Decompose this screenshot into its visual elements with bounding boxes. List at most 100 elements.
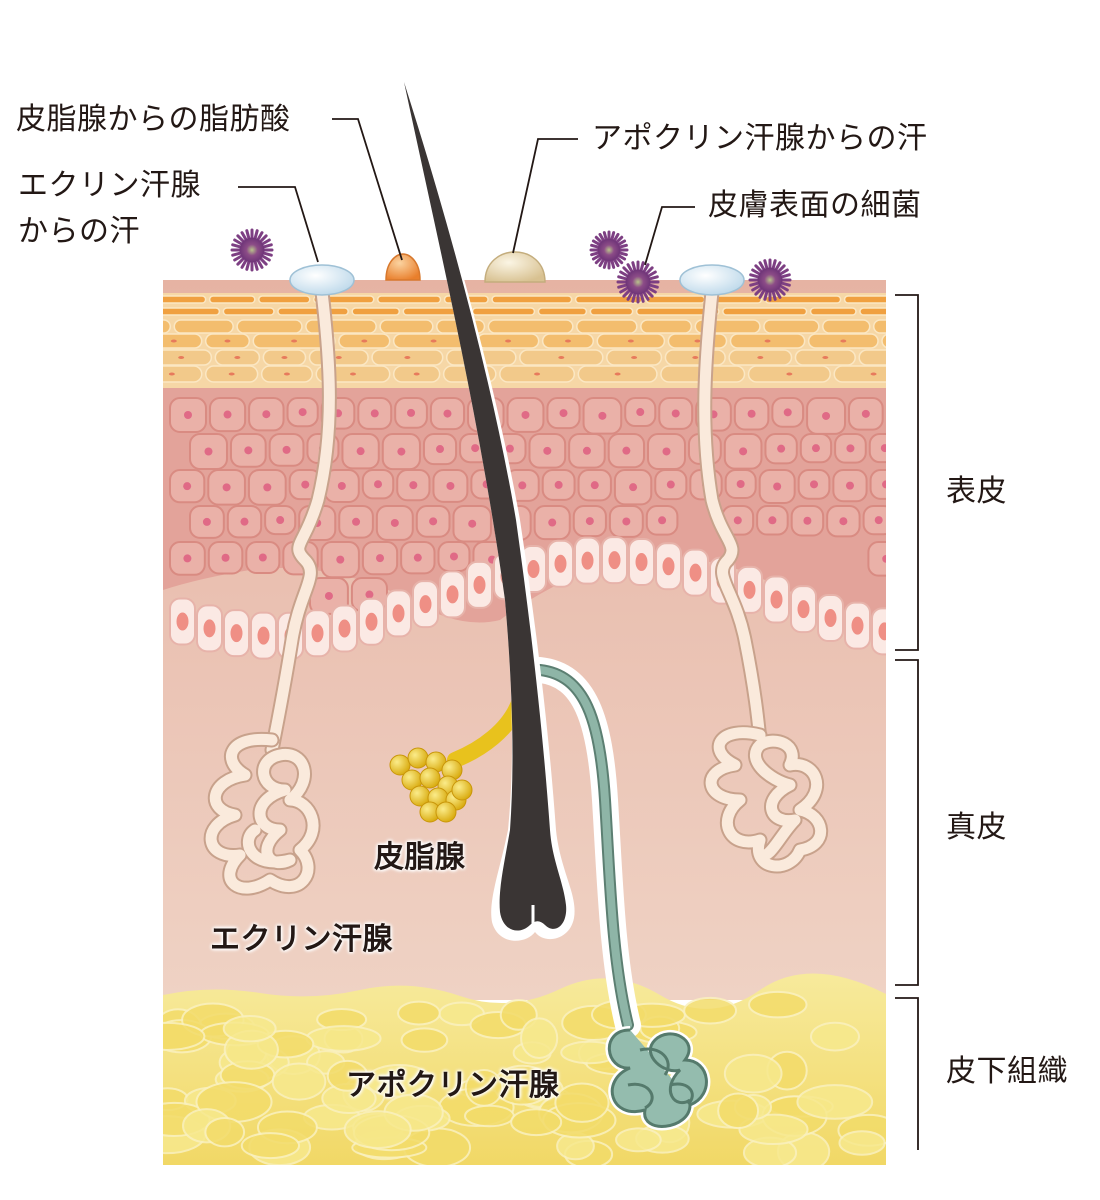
cell-nucleus	[662, 447, 670, 455]
cell-nucleus	[224, 340, 230, 343]
cell-nucleus	[777, 445, 785, 453]
cell-nucleus	[784, 408, 792, 416]
cell-nucleus	[376, 554, 384, 562]
cell-nucleus	[694, 340, 700, 343]
cell-nucleus	[365, 591, 373, 599]
spinous-cell	[871, 470, 902, 499]
cell-nucleus	[374, 480, 382, 488]
sebaceous-lobule	[436, 802, 456, 822]
cell-nucleus	[178, 356, 184, 359]
fat-lobule	[555, 1083, 608, 1121]
cell-nucleus	[276, 516, 284, 524]
apocrine-sweat-droplet	[485, 252, 545, 282]
cell-nucleus	[628, 340, 634, 343]
cell-nucleus	[737, 480, 745, 488]
cell-nucleus	[234, 356, 240, 359]
cell-nucleus	[409, 481, 417, 489]
cell-nucleus	[810, 480, 818, 488]
cell-nucleus	[366, 613, 378, 631]
cell-nucleus	[822, 356, 828, 359]
cell-nucleus	[283, 446, 291, 454]
cell-nucleus	[393, 604, 405, 622]
sebaceous-lobule	[408, 748, 428, 768]
corneum-cell	[306, 320, 376, 333]
cell-nucleus	[244, 446, 252, 454]
sweat-droplet-right	[680, 265, 744, 295]
cell-nucleus	[582, 552, 594, 570]
corneum-cell	[473, 308, 535, 315]
fat-lobule	[749, 992, 806, 1018]
cell-nucleus	[622, 517, 630, 525]
cell-nucleus	[521, 411, 529, 419]
cell-nucleus	[184, 411, 192, 419]
cell-nucleus	[773, 482, 781, 490]
corneum-cell	[237, 320, 302, 333]
corneum-cell	[223, 308, 274, 315]
sebaceous-lobule	[452, 780, 472, 800]
corneum-cell	[811, 308, 856, 315]
corneum-cell	[492, 296, 572, 303]
cell-nucleus	[658, 516, 666, 524]
cell-nucleus	[350, 373, 356, 376]
cell-nucleus	[443, 410, 451, 418]
cell-nucleus	[586, 517, 594, 525]
cell-nucleus	[565, 340, 571, 343]
cell-nucleus	[420, 595, 432, 613]
cell-nucleus	[224, 411, 232, 419]
cell-nucleus	[338, 482, 346, 490]
cell-nucleus	[450, 552, 458, 560]
corneum-cell	[157, 308, 219, 315]
cell-nucleus	[222, 554, 230, 562]
corneum-cell	[882, 334, 928, 348]
label-sebaceous-gland: 皮脂腺	[374, 838, 466, 878]
cell-nucleus	[240, 518, 248, 526]
cell-nucleus	[882, 480, 890, 488]
cell-nucleus	[301, 481, 309, 489]
cell-nucleus	[739, 447, 747, 455]
corneum-cell	[764, 320, 819, 333]
cell-nucleus	[431, 340, 437, 343]
corneum-cell	[380, 320, 433, 333]
cell-nucleus	[447, 585, 459, 603]
label-dermis: 真皮	[946, 808, 1007, 848]
callout-line-fatty-acid	[332, 119, 402, 260]
cell-nucleus	[609, 551, 621, 569]
cell-nucleus	[622, 447, 630, 455]
label-subcutis: 皮下組織	[946, 1052, 1068, 1092]
cell-nucleus	[871, 373, 877, 376]
corneum-cell	[723, 308, 807, 315]
bracket-subcutis	[895, 998, 918, 1150]
cell-nucleus	[555, 481, 563, 489]
cell-nucleus	[204, 447, 212, 455]
cell-nucleus	[446, 482, 454, 490]
callout-line-bacteria	[645, 207, 695, 265]
cell-nucleus	[555, 555, 567, 573]
cell-nucleus	[169, 373, 175, 376]
cell-nucleus	[259, 554, 267, 562]
cell-nucleus	[291, 340, 297, 343]
cell-nucleus	[798, 600, 810, 618]
corneum-cell	[259, 296, 310, 303]
cell-nucleus	[299, 408, 307, 416]
corneum-cell	[174, 320, 233, 333]
cell-nucleus	[391, 519, 399, 527]
cell-nucleus	[583, 447, 591, 455]
cell-nucleus	[803, 517, 811, 525]
cell-nucleus	[223, 483, 231, 491]
cell-nucleus	[895, 356, 901, 359]
cell-nucleus	[757, 356, 763, 359]
label-epidermis: 表皮	[946, 472, 1007, 512]
cell-nucleus	[231, 624, 243, 642]
fat-lobule	[224, 1016, 276, 1041]
label-eccrine-sweat-line2: からの汗	[18, 212, 140, 252]
fat-lobule	[511, 1109, 561, 1135]
cell-nucleus	[171, 340, 177, 343]
cell-nucleus	[879, 622, 891, 640]
cell-nucleus	[258, 627, 270, 645]
cell-nucleus	[615, 373, 621, 376]
cell-nucleus	[882, 555, 890, 563]
fat-lobule	[345, 1111, 411, 1148]
corneum-cell	[352, 308, 399, 315]
fat-lobule	[465, 1106, 514, 1127]
cell-nucleus	[786, 373, 792, 376]
